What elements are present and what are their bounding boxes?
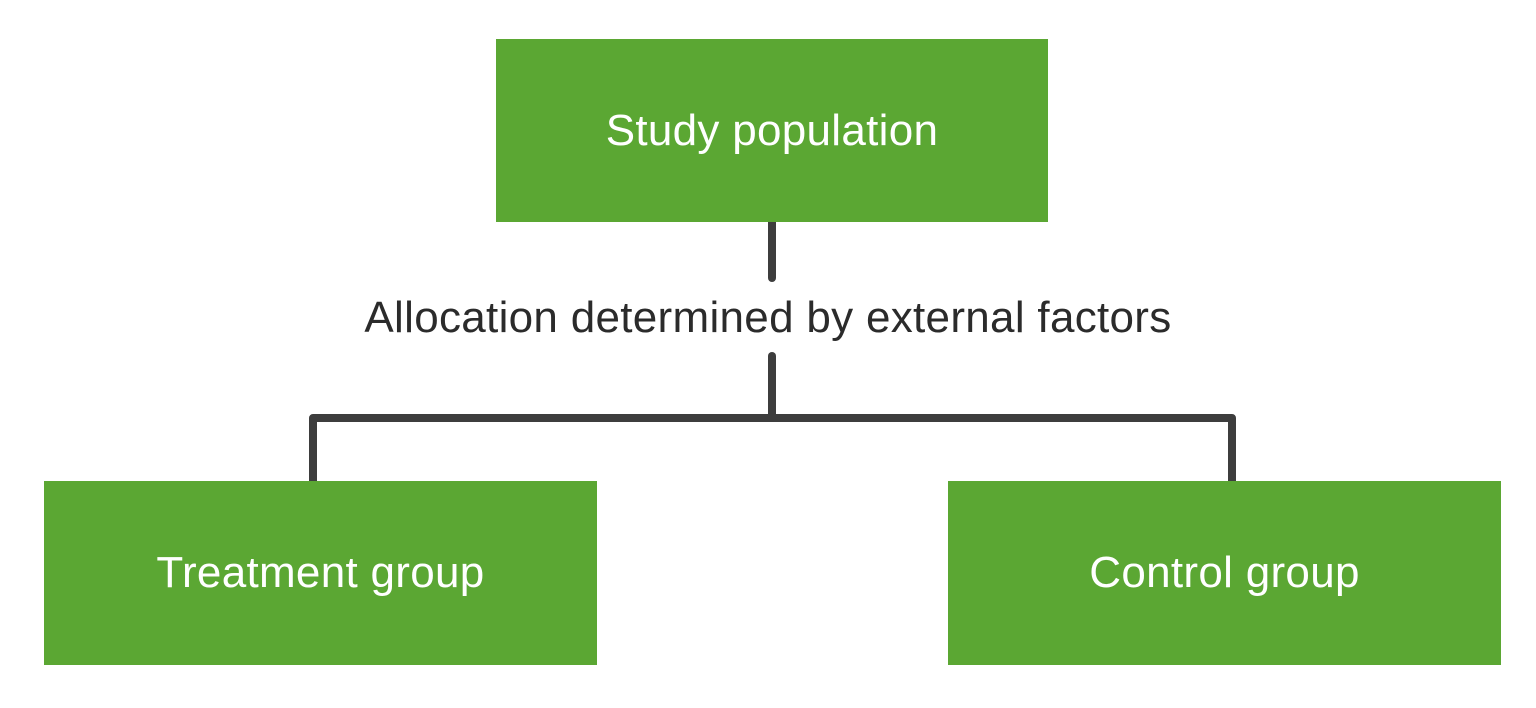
treatment-group-box: Treatment group <box>44 481 597 665</box>
allocation-label: Allocation determined by external factor… <box>364 293 1172 342</box>
study-population-label: Study population <box>605 105 939 155</box>
connector-label-to-branches <box>309 414 1236 485</box>
study-population-box: Study population <box>496 39 1048 222</box>
control-group-label: Control group <box>1089 548 1360 597</box>
control-group-box: Control group <box>948 481 1501 665</box>
treatment-group-label: Treatment group <box>156 548 485 597</box>
